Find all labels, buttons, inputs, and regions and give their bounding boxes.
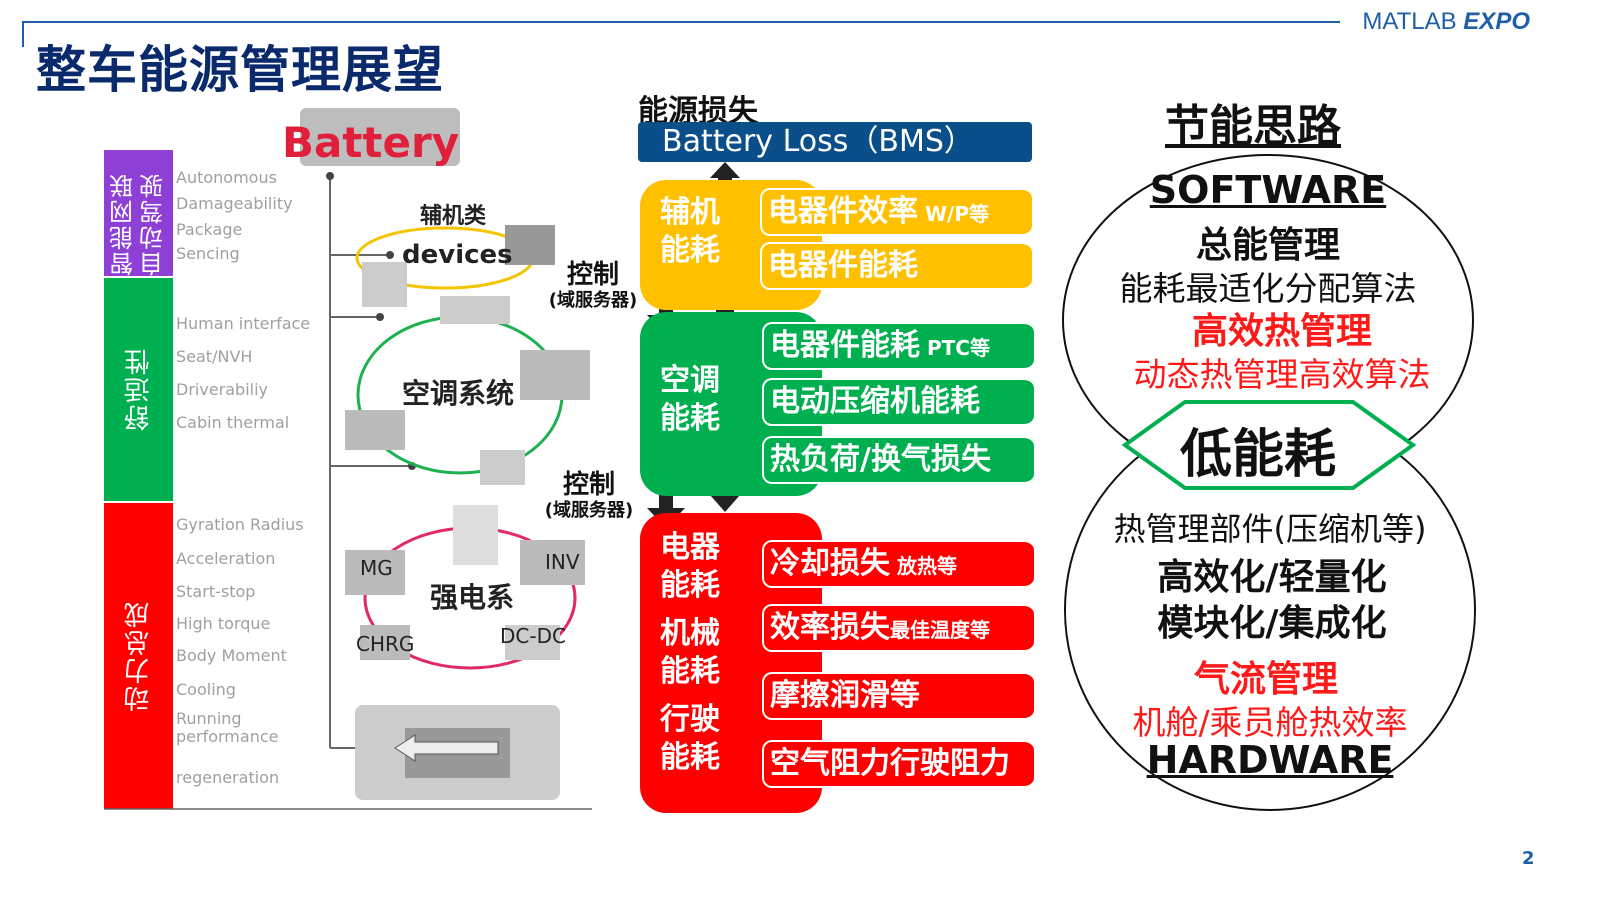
- hvac-ring-label: 空调系统: [402, 377, 515, 410]
- control-sub: (域服务器): [548, 290, 638, 311]
- aux-title: 辅机类: [420, 204, 487, 229]
- sw-line: 高效热管理: [1191, 311, 1372, 352]
- block-label: 能耗: [660, 401, 720, 436]
- hw-line: 高效化/轻量化: [1157, 557, 1387, 598]
- loss-item: 电器件效率 W/P等: [760, 188, 1032, 236]
- sw-line: 能耗最适化分配算法: [1119, 269, 1417, 308]
- arrow-up-icon: [710, 162, 740, 186]
- hv-part-inv: INV: [545, 550, 580, 574]
- text: 行驶: [660, 702, 720, 737]
- text: 电器件效率: [768, 194, 918, 229]
- page-number: 2: [1522, 848, 1535, 869]
- category-item: Acceleration: [176, 549, 276, 568]
- text: 冷却损失: [770, 546, 890, 581]
- brand-bold: EXPO: [1463, 8, 1530, 35]
- category-item: Start-stop: [176, 582, 256, 601]
- text: 机械: [660, 616, 720, 651]
- strategy-heading: 节能思路: [1165, 101, 1341, 152]
- aux-ring-label: devices: [402, 240, 513, 270]
- category-item: Running performance: [176, 709, 279, 746]
- battery-pack-image: [300, 108, 460, 166]
- text: 能耗: [660, 654, 720, 689]
- control-sub: (域服务器): [544, 500, 634, 521]
- category-item: Human interface: [176, 314, 311, 333]
- category-item: Driverabiliy: [176, 380, 268, 399]
- hv-part-dcdc: DC-DC: [500, 624, 566, 648]
- category-item: Damageability: [176, 194, 293, 213]
- category-item: Cooling: [176, 680, 236, 699]
- text: 电器: [660, 530, 720, 565]
- sw-line: 动态热管理高效算法: [1133, 355, 1431, 394]
- sw-line: 总能管理: [1195, 225, 1340, 266]
- loss-item: 电动压缩机能耗: [762, 378, 1034, 426]
- block-label: 辅机: [660, 195, 720, 230]
- strategy-diagram: [1062, 154, 1476, 811]
- hw-line: 气流管理: [1193, 659, 1338, 700]
- software-label: SOFTWARE: [1149, 168, 1387, 212]
- hw-line: 热管理部件(压缩机等): [1113, 510, 1427, 548]
- text: W/P等: [918, 202, 989, 226]
- loss-item: 电器件能耗 PTC等: [762, 322, 1034, 370]
- category-item: Sencing: [176, 244, 240, 263]
- text: 能耗: [660, 740, 720, 775]
- hw-line: 模块化/集成化: [1157, 603, 1387, 644]
- center-label: 低能耗: [1179, 425, 1336, 485]
- control-main: 控制: [566, 260, 619, 290]
- category-item: Autonomous: [176, 168, 277, 187]
- text: 电器件能耗: [770, 328, 920, 363]
- category-item: Cabin thermal: [176, 413, 290, 432]
- control-label-2: 控制(域服务器): [534, 472, 644, 524]
- arrow-down-icon: [710, 495, 740, 512]
- category-item: High torque: [176, 614, 271, 633]
- category-item: regeneration: [176, 768, 280, 787]
- brand-logo: MATLAB EXPO: [1362, 8, 1530, 36]
- loss-item: 空气阻力行驶阻力: [762, 740, 1034, 788]
- hv-part-chrg: CHRG: [356, 632, 415, 656]
- loss-item: 效率损失最佳温度等: [762, 604, 1034, 652]
- text: 摩擦润滑等: [770, 678, 920, 713]
- block-label: 能耗: [660, 233, 720, 268]
- text: 最佳温度等: [890, 618, 990, 642]
- block-label: 空调: [660, 363, 720, 398]
- hv-ring-label: 强电系: [430, 581, 515, 614]
- center-hexagon: [1121, 400, 1417, 490]
- page-title: 整车能源管理展望: [36, 41, 444, 99]
- text: 放热等: [890, 554, 957, 578]
- loss-item: 热负荷/换气损失: [762, 436, 1034, 484]
- loss-item: 摩擦润滑等: [762, 672, 1034, 720]
- category-item: Package: [176, 220, 243, 239]
- loss-item: 冷却损失 放热等: [762, 540, 1034, 588]
- header-rule: [22, 21, 1340, 23]
- text: 能耗: [660, 568, 720, 603]
- category-item: Body Moment: [176, 646, 287, 665]
- text: PTC等: [920, 336, 990, 360]
- loss-item: 电器件能耗: [760, 242, 1032, 290]
- control-label-1: 控制(域服务器): [538, 262, 648, 314]
- brand-light: MATLAB: [1362, 8, 1457, 35]
- hw-line: 机舱/乘员舱热效率: [1132, 703, 1408, 742]
- hv-part-mg: MG: [360, 556, 393, 580]
- system-diagram: [104, 108, 592, 810]
- control-main: 控制: [562, 470, 615, 500]
- text: 热负荷/换气损失: [770, 442, 991, 477]
- text: 电动压缩机能耗: [770, 384, 980, 419]
- hardware-label: HARDWARE: [1146, 738, 1394, 782]
- header-rule-corner: [22, 21, 24, 47]
- text: 空气阻力行驶阻力: [770, 746, 1010, 781]
- battery-loss-bar: Battery Loss（BMS）: [638, 122, 1032, 162]
- category-item: Seat/NVH: [176, 347, 253, 366]
- category-item: Gyration Radius: [176, 515, 304, 534]
- text: 电器件能耗: [768, 248, 918, 283]
- battery-label: Battery: [282, 118, 460, 167]
- text: 效率损失: [770, 610, 890, 645]
